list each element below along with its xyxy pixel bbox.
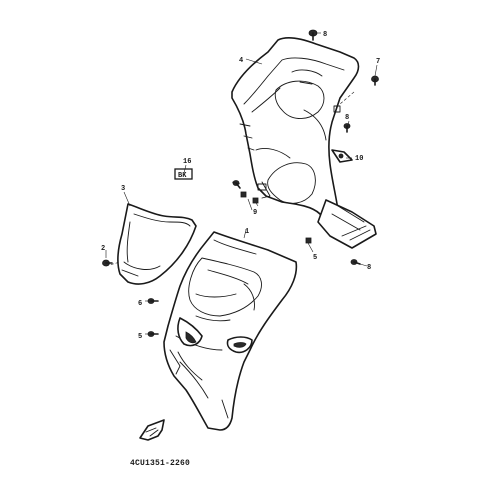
leader-lines xyxy=(105,32,378,335)
callout-6: 6 xyxy=(138,300,142,308)
nut-9-right-icon xyxy=(252,197,259,204)
callout-3: 3 xyxy=(121,185,125,193)
callout-10: 10 xyxy=(355,155,363,163)
clip-8-mid-icon xyxy=(343,123,351,133)
front-cowl xyxy=(163,231,298,431)
callout-8-top: 8 xyxy=(323,31,327,39)
callout-9-left: 9 xyxy=(253,209,257,217)
callout-7: 7 xyxy=(376,58,380,66)
fasteners: BK xyxy=(102,29,379,337)
clip-8-lower-icon xyxy=(350,259,361,265)
leg-shield-panel xyxy=(231,37,377,249)
washer-7-icon xyxy=(371,75,379,86)
callout-8-lower: 8 xyxy=(367,264,371,272)
callout-5-left: 5 xyxy=(138,333,142,341)
emblem-16-icon: BK xyxy=(174,168,193,180)
bracket-10-icon xyxy=(331,149,353,163)
clip-8-left-icon xyxy=(232,180,241,189)
windscreen-visor xyxy=(117,203,197,285)
callout-16: 16 xyxy=(183,158,191,166)
screw-2-icon xyxy=(102,259,113,267)
callout-4: 4 xyxy=(239,57,243,65)
callout-2: 2 xyxy=(101,245,105,253)
screw-6-icon xyxy=(147,298,159,304)
callout-1: 1 xyxy=(245,228,249,236)
callout-labels: 1 2 3 4 5 6 7 8 8 8 9 9 10 16 5 xyxy=(101,31,380,341)
nut-9-left-icon xyxy=(240,191,247,198)
callout-5-right: 5 xyxy=(313,254,317,262)
front-direction-arrow-icon xyxy=(139,419,165,441)
bolt-8-top-icon xyxy=(308,29,318,41)
diagram-code: 4CU1351-2260 xyxy=(130,459,190,468)
callout-8-mid: 8 xyxy=(345,114,349,122)
emblem-label: BK xyxy=(178,172,187,180)
nut-5-icon xyxy=(305,237,312,244)
screw-5-icon xyxy=(147,331,159,337)
